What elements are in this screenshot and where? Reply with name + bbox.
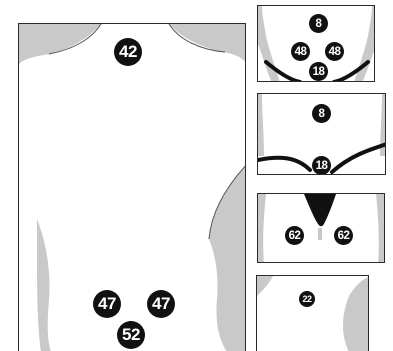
neck-panel: 8 18 (257, 93, 386, 175)
acupoint-marker-shoulder: 22 (299, 291, 315, 307)
acupoint-marker-pelvis-left: 62 (285, 226, 304, 245)
chest-panel: 8 48 48 18 (257, 5, 375, 82)
acupoint-marker-upper-back: 42 (114, 38, 142, 66)
right-shoulder-shade (169, 24, 246, 64)
acupoint-marker-chest-top: 8 (309, 14, 328, 33)
acupoint-marker-pelvis-right: 62 (334, 226, 353, 245)
back-body-panel: 42 47 47 52 (18, 23, 246, 351)
shoulder-outline (257, 276, 369, 351)
acupoint-marker-neck-bottom: 18 (312, 156, 331, 175)
acupoint-marker-chest-left: 48 (291, 42, 310, 61)
left-shoulder-shade (19, 24, 101, 64)
acupoint-marker-lower-left: 47 (93, 290, 121, 318)
acupoint-marker-chest-bottom: 18 (309, 62, 328, 81)
acupoint-marker-lower-right: 47 (147, 290, 175, 318)
acupoint-marker-neck-top: 8 (312, 104, 331, 123)
shoulder-panel: 22 (256, 275, 369, 351)
pelvis-outline (258, 194, 385, 263)
back-body-outline (19, 24, 246, 351)
right-waist-shade (209, 164, 246, 351)
pelvis-panel: 62 62 (257, 193, 385, 263)
acupoint-marker-chest-right: 48 (325, 42, 344, 61)
acupoint-marker-sacrum: 52 (117, 321, 145, 349)
